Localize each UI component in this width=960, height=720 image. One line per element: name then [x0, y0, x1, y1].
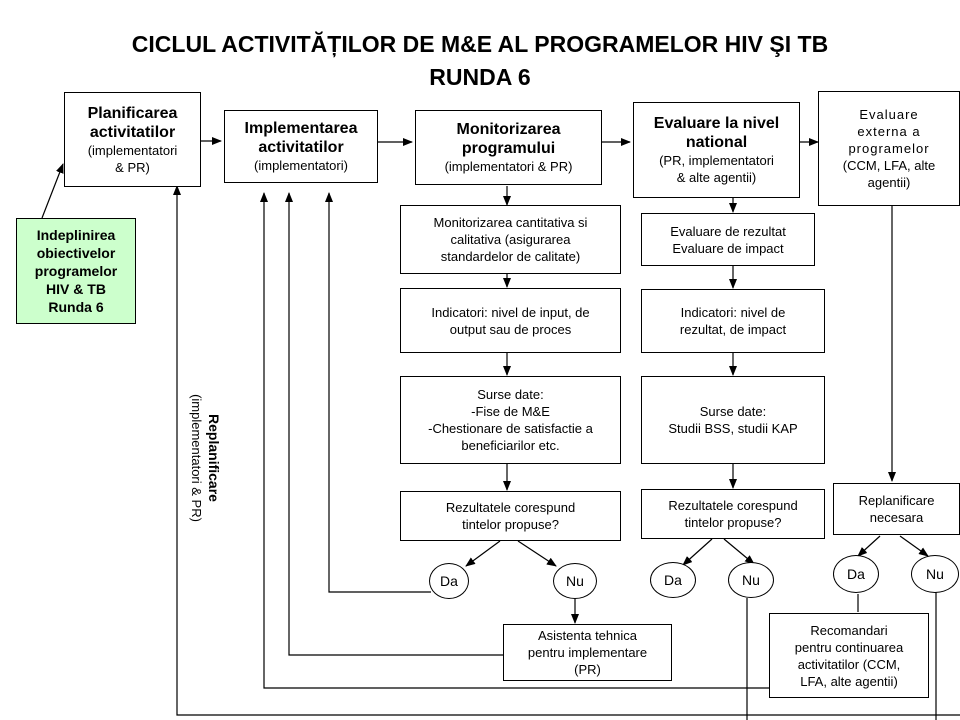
monitor-sources-box: Surse date: -Fise de M&E -Chestionare de…: [400, 376, 621, 464]
assist-l2: pentru implementare: [527, 645, 648, 660]
arrow-goal-to-plan: [41, 163, 64, 219]
eval-box1-l1: Evaluare de rezultat: [670, 223, 786, 239]
monitor-quantitative-box: Monitorizarea cantitativa si calitativa …: [400, 205, 621, 274]
planificarea-sub1: (implementatori: [87, 142, 178, 158]
eval-box3-l1: Surse date:: [699, 404, 767, 419]
monitor-box3-l4: beneficiarilor etc.: [461, 438, 560, 453]
recom-l2: pentru continuarea: [794, 639, 904, 655]
goal-l1: Indeplinirea: [36, 227, 116, 243]
monitor-box3-l1: Surse date:: [477, 387, 544, 402]
recom-l4: LFA, alte agentii): [800, 673, 898, 689]
assist-l1: Asistenta tehnica: [537, 628, 637, 643]
eval-box2-l1: Indicatori: nivel de: [680, 305, 786, 320]
monitor-box3-l2: -Fise de M&E: [471, 404, 550, 419]
monitor-box4-l2: tintelor propuse?: [462, 517, 559, 532]
implementarea-title2: activitatilor: [258, 139, 344, 156]
recommendations-box: Recomandari pentru continuarea activitat…: [769, 613, 929, 698]
monitorizarea-box: Monitorizarea programului (implementator…: [415, 110, 602, 185]
evaluare-externa-l3: programelor: [848, 141, 930, 156]
evaluare-externa-box: Evaluare externa a programelor (CCM, LFA…: [818, 91, 960, 206]
evaluare-externa-l4: (CCM, LFA, alte: [842, 158, 936, 173]
monitor-box1-l3: standardelor de calitate): [440, 249, 581, 264]
monitorizarea-title1: Monitorizarea: [456, 121, 561, 138]
evaluare-national-sub1: (PR, implementatori: [659, 153, 774, 168]
evaluare-national-title2: national: [685, 134, 748, 151]
monitor-question-box: Rezultatele corespund tintelor propuse?: [400, 491, 621, 541]
ext-box1-l2: necesara: [869, 510, 924, 525]
monitor-box2-l1: Indicatori: nivel de input, de: [431, 304, 590, 320]
eval-question-box: Rezultatele corespund tintelor propuse?: [641, 489, 825, 539]
page-title-line2: RUNDA 6: [429, 64, 531, 90]
monitor-box1-l2: calitativa (asigurarea: [450, 232, 571, 247]
monitor-box2-l2: output sau de proces: [449, 321, 572, 337]
goal-l2: obiectivelor: [36, 245, 116, 261]
monitor-indicators-box: Indicatori: nivel de input, de output sa…: [400, 288, 621, 353]
eval-box4-l1: Rezultatele corespund: [668, 498, 798, 513]
evaluare-national-sub2: & alte agentii): [676, 170, 757, 185]
replanning-needed-box: Replanificare necesara: [833, 483, 960, 535]
eval-box4-l2: tintelor propuse?: [684, 515, 782, 530]
eval-results-box: Evaluare de rezultat Evaluare de impact: [641, 213, 815, 266]
eval-box2-l2: rezultat, de impact: [679, 322, 787, 337]
evaluare-externa-l5: agentii): [867, 175, 911, 190]
goal-box: Indeplinirea obiectivelor programelor HI…: [16, 218, 136, 324]
monitor-box4-l1: Rezultatele corespund: [445, 500, 576, 515]
evaluare-externa-l2: externa a: [857, 124, 921, 139]
eval-box3-l2: Studii BSS, studii KAP: [668, 421, 798, 436]
monitor-yes-oval: Da: [429, 563, 469, 599]
planificarea-title1: Planificarea: [87, 104, 178, 122]
replanning-vertical-label: Replanificare (implementatori & PR): [188, 378, 222, 538]
ext-box1-l1: Replanificare: [858, 493, 935, 508]
planificarea-box: Planificarea activitatilor (implementato…: [64, 92, 201, 187]
technical-assistance-box: Asistenta tehnica pentru implementare (P…: [503, 624, 672, 681]
monitor-box1-l1: Monitorizarea cantitativa si: [433, 215, 588, 230]
eval-no-oval: Nu: [728, 562, 774, 598]
ext-yes-oval: Da: [833, 555, 879, 593]
assist-l3: (PR): [574, 662, 601, 677]
recom-l1: Recomandari: [810, 622, 888, 638]
recom-l3: activitatilor (CCM,: [797, 656, 901, 672]
implementarea-title1: Implementarea: [244, 120, 358, 137]
evaluare-national-box: Evaluare la nivel national (PR, implemen…: [633, 102, 800, 198]
eval-yes-oval: Da: [650, 562, 696, 598]
replanning-title: Replanificare: [206, 414, 222, 502]
monitorizarea-title2: programului: [461, 140, 556, 157]
monitorizarea-sub1: (implementatori & PR): [444, 159, 573, 174]
eval-sources-box: Surse date: Studii BSS, studii KAP: [641, 376, 825, 464]
page-title-line1: CICLUL ACTIVITĂȚILOR DE M&E AL PROGRAMEL…: [131, 31, 829, 57]
goal-l3: programelor: [34, 263, 118, 279]
planificarea-title2: activitatilor: [89, 123, 176, 141]
monitor-no-oval: Nu: [553, 563, 597, 599]
goal-l5: Runda 6: [48, 299, 104, 315]
evaluare-externa-l1: Evaluare: [859, 107, 919, 122]
ext-no-oval: Nu: [911, 555, 959, 593]
monitor-box3-l3: -Chestionare de satisfactie a: [428, 421, 593, 436]
eval-box1-l2: Evaluare de impact: [672, 240, 784, 256]
planificarea-sub2: & PR): [115, 159, 150, 175]
replanning-sub: (implementatori & PR): [189, 394, 204, 522]
eval-indicators-box: Indicatori: nivel de rezultat, de impact: [641, 289, 825, 353]
evaluare-national-title1: Evaluare la nivel: [653, 115, 780, 132]
goal-l4: HIV & TB: [46, 281, 106, 297]
implementarea-box: Implementarea activitatilor (implementat…: [224, 110, 378, 183]
implementarea-sub1: (implementatori): [254, 158, 348, 173]
